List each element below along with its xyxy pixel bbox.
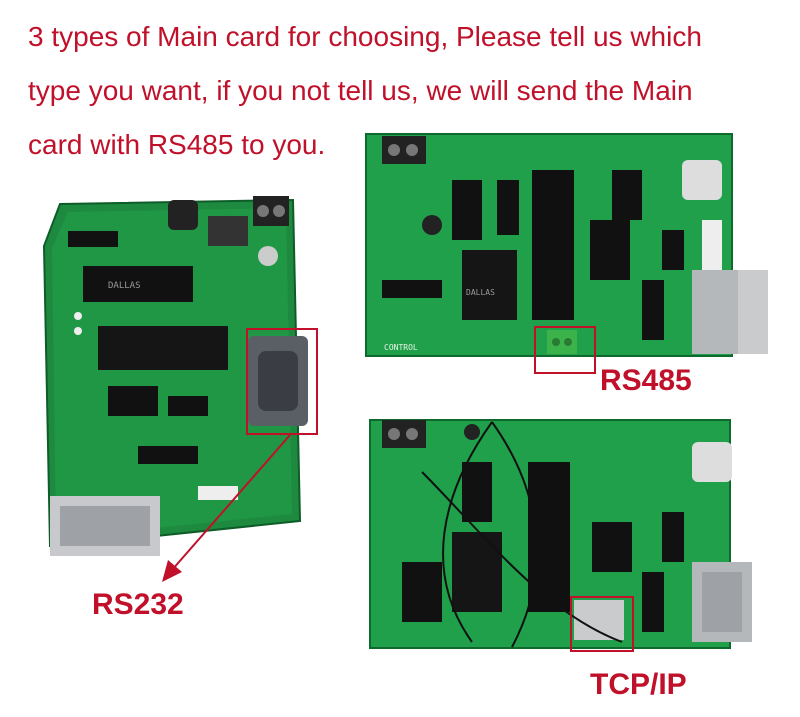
rs485-label: RS485 <box>600 364 692 397</box>
rs232-board-graphic: DALLAS <box>42 196 308 556</box>
tcpip-label: TCP/IP <box>590 668 687 701</box>
tcpip-highlight-box <box>570 596 634 652</box>
header-line-2: type you want, if you not tell us, we wi… <box>28 75 693 106</box>
rs485-board-photo: DALLAS CONTROL <box>362 130 770 360</box>
header-text: 3 types of Main card for choosing, Pleas… <box>28 10 788 172</box>
rs485-highlight-box <box>534 326 596 374</box>
tcpip-board-graphic <box>369 419 752 649</box>
rs485-board-graphic: DALLAS CONTROL <box>365 133 768 357</box>
rs232-board-photo: DALLAS <box>38 186 318 566</box>
header-line-3: card with RS485 to you. <box>28 129 326 160</box>
rs485-dallas-text: DALLAS <box>466 288 495 297</box>
rs232-label: RS232 <box>92 588 184 621</box>
rs232-highlight-box <box>246 328 318 435</box>
header-line-1: 3 types of Main card for choosing, Pleas… <box>28 21 702 52</box>
tcpip-board-photo <box>362 412 770 652</box>
rs485-control-text: CONTROL <box>384 343 418 352</box>
svg-text:DALLAS: DALLAS <box>108 281 141 291</box>
rs232-arrow <box>162 434 291 582</box>
